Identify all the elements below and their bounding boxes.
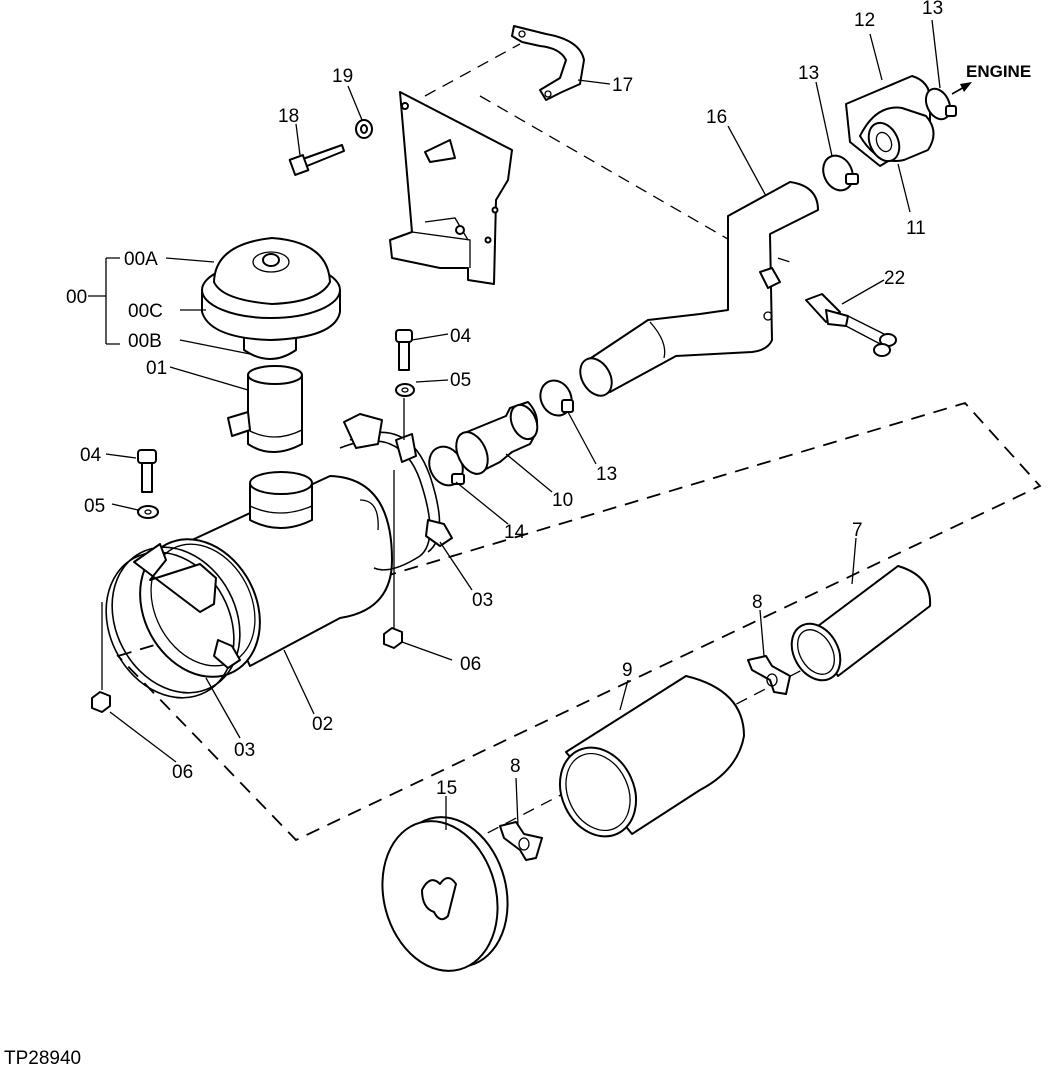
engine-label: ENGINE xyxy=(966,62,1031,81)
figure-id: TP28940 xyxy=(4,1048,81,1069)
safety-element-7 xyxy=(790,565,932,682)
filter-group-dashed-outline xyxy=(116,401,1042,842)
label-02: 02 xyxy=(312,714,333,735)
filter-centerline xyxy=(469,639,861,843)
label-00A: 00A xyxy=(124,249,158,270)
label-19: 19 xyxy=(332,66,353,87)
primary-element-9 xyxy=(559,675,745,838)
hose-clamp-13-upper-left xyxy=(822,154,859,192)
inlet-tube-01 xyxy=(227,365,303,453)
label-13-lower: 13 xyxy=(596,464,617,485)
label-03-left: 03 xyxy=(234,740,255,761)
label-05-left: 05 xyxy=(84,496,105,517)
label-18: 18 xyxy=(278,106,299,127)
label-06-right: 06 xyxy=(460,654,481,675)
precleaner-00 xyxy=(201,237,341,360)
label-22: 22 xyxy=(884,268,905,289)
leader-lines xyxy=(88,19,941,830)
label-12: 12 xyxy=(854,10,875,31)
hose-clamp-13-upper-right xyxy=(924,87,957,121)
label-8-lower: 8 xyxy=(510,756,521,777)
label-04-upper: 04 xyxy=(450,326,472,347)
label-01: 01 xyxy=(146,358,167,379)
label-10: 10 xyxy=(552,490,573,511)
hose-clamp-13-lower xyxy=(539,379,574,417)
label-17: 17 xyxy=(612,75,633,96)
label-00: 00 xyxy=(66,287,87,308)
label-00C: 00C xyxy=(128,301,163,322)
label-14: 14 xyxy=(504,522,526,543)
bolt-04-upper-axis xyxy=(393,398,405,630)
end-cover-15 xyxy=(381,816,509,972)
washer-05-left xyxy=(137,505,159,519)
label-9: 9 xyxy=(622,660,633,681)
wing-nut-8-upper xyxy=(747,655,791,695)
bolt-04-upper xyxy=(395,329,413,371)
label-13-upper-right: 13 xyxy=(922,0,943,19)
wing-nut-8-lower xyxy=(499,821,543,861)
label-06-left: 06 xyxy=(172,762,193,783)
label-00B: 00B xyxy=(128,331,162,352)
bolt-18 xyxy=(288,144,345,176)
label-05-upper: 05 xyxy=(450,370,471,391)
label-15: 15 xyxy=(436,778,457,799)
bolt-04-left xyxy=(137,449,157,493)
elbow-hose-11 xyxy=(859,106,935,163)
air-cleaner-body-02 xyxy=(139,471,393,678)
label-13-upper-left: 13 xyxy=(798,63,819,84)
label-8-upper: 8 xyxy=(752,592,763,613)
label-04-left: 04 xyxy=(80,445,102,466)
restriction-switch-22 xyxy=(805,293,897,357)
washer-19 xyxy=(355,119,373,139)
nut-06-right xyxy=(383,627,403,649)
intake-pipe-16 xyxy=(579,181,819,397)
label-16: 16 xyxy=(706,107,727,128)
hose-10 xyxy=(455,401,539,475)
nut-06-left xyxy=(91,691,111,713)
mounting-bracket-plate xyxy=(389,91,513,285)
label-7: 7 xyxy=(852,520,863,541)
label-11: 11 xyxy=(906,218,926,239)
label-03-right: 03 xyxy=(472,590,493,611)
washer-05-upper xyxy=(395,383,415,397)
mounting-clamp-17 xyxy=(511,25,585,101)
band-clamp-03-right xyxy=(339,413,453,571)
to-engine-arrow xyxy=(951,82,972,95)
